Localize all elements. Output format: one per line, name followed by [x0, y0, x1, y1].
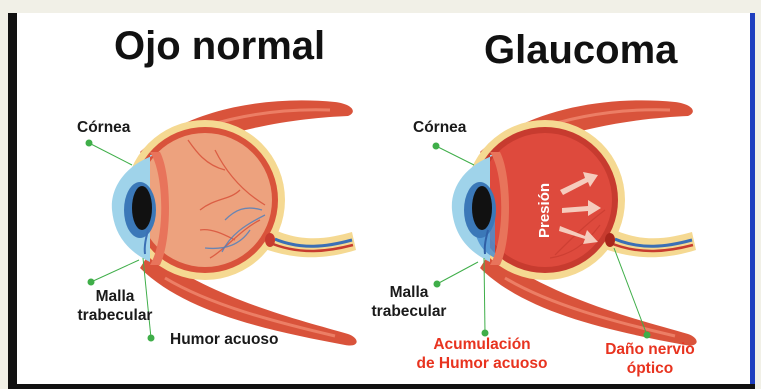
normal-malla-line2: trabecular [62, 307, 168, 326]
acumulacion-line1: Acumulación [400, 336, 564, 355]
acumulacion-label: Acumulación de Humor acuoso [400, 336, 564, 374]
dano-line2: óptico [590, 360, 710, 379]
acumulacion-line2: de Humor acuoso [400, 355, 564, 374]
glaucoma-title: Glaucoma [484, 30, 677, 70]
glaucoma-pupil [472, 186, 492, 230]
presion-label: Presión [536, 183, 553, 238]
normal-cornea-label: Córnea [77, 119, 130, 138]
normal-title: Ojo normal [114, 26, 325, 66]
dano-nervio-label: Daño nervio óptico [590, 341, 710, 379]
glaucoma-eye [452, 100, 697, 345]
normal-malla-label: Malla trabecular [62, 288, 168, 326]
glaucoma-cornea-label: Córnea [413, 119, 466, 138]
humor-acuoso-label: Humor acuoso [170, 331, 279, 350]
glaucoma-malla-line2: trabecular [356, 303, 462, 322]
dano-line1: Daño nervio [590, 341, 710, 360]
normal-malla-line1: Malla [62, 288, 168, 307]
glaucoma-malla-label: Malla trabecular [356, 284, 462, 322]
normal-pupil [132, 186, 152, 230]
glaucoma-malla-line1: Malla [356, 284, 462, 303]
